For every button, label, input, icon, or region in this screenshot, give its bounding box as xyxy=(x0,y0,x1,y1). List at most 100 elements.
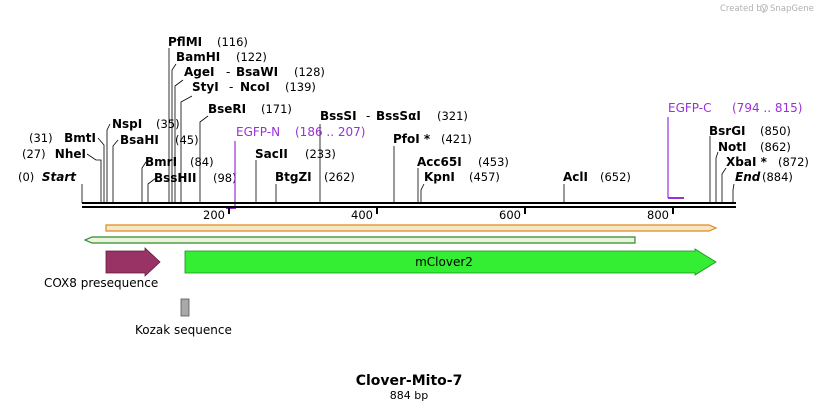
site-pos-nhei: (27) xyxy=(22,147,46,161)
feature-label-mclover2: mClover2 xyxy=(415,255,473,269)
site-name2-styi: NcoI xyxy=(240,80,270,94)
credit-prefix: Created by xyxy=(720,4,767,14)
ruler-tick-200: 200 xyxy=(203,208,225,222)
leader-bmti xyxy=(97,137,105,203)
site-leader-lines xyxy=(81,48,735,203)
site-pos-sacii: (233) xyxy=(305,147,336,161)
site-name-sacii: SacII xyxy=(255,147,288,161)
orf-reverse xyxy=(83,236,636,244)
leader-nhei xyxy=(86,153,102,203)
leader-bamhi xyxy=(171,63,177,203)
leader-bsshii xyxy=(147,177,157,203)
site-pos-bmti: (31) xyxy=(29,131,53,145)
leader-noti xyxy=(715,151,719,203)
feature-mclover2: mClover2 xyxy=(184,248,717,276)
site-name-end: End xyxy=(735,170,761,184)
leader-xbai xyxy=(721,167,727,203)
primer-egfp-c: EGFP-C (794 .. 815) xyxy=(667,101,802,199)
site-pos-bmri: (84) xyxy=(190,155,214,169)
orf-reverse-bar xyxy=(83,236,636,244)
leader-nspi xyxy=(106,123,111,203)
snapgene-credit: Created by SnapGene xyxy=(720,4,814,14)
site-name-acc65i: Acc65I xyxy=(417,155,462,169)
leader-bseri xyxy=(199,115,209,203)
site-pos-styi: (139) xyxy=(285,80,316,94)
site-name2-bsssi: BssSαI xyxy=(376,109,421,123)
site-name-nspi: NspI xyxy=(112,117,142,131)
ruler-tick-400: 400 xyxy=(351,208,373,222)
site-pos-end: (884) xyxy=(762,170,793,184)
ruler-tick-800: 800 xyxy=(647,208,669,222)
site-name-nhei: NheI xyxy=(55,147,86,161)
site-pos-acli: (652) xyxy=(600,170,631,184)
orf-forward-bar xyxy=(105,224,718,232)
site-pos-acc65i: (453) xyxy=(478,155,509,169)
feature-box-kozak xyxy=(180,298,190,317)
primer-range-egfp-c: (794 .. 815) xyxy=(732,101,802,115)
site-name-kpni: KpnI xyxy=(424,170,455,184)
site-name-btgzi: BtgZI xyxy=(275,170,312,184)
primer-name-egfp-n: EGFP-N xyxy=(236,125,280,139)
site-pos-kpni: (457) xyxy=(469,170,500,184)
site-name-bsssi: BssSI xyxy=(320,109,357,123)
site-name-bamhi: BamHI xyxy=(176,50,220,64)
site-pos-bsrgi: (850) xyxy=(760,124,791,138)
feature-cox8-presequence: COX8 presequence xyxy=(44,247,161,290)
site-name-pflmi: PflMI xyxy=(168,35,202,49)
site-name-bmti: BmtI xyxy=(64,131,96,145)
feature-kozak: Kozak sequence xyxy=(135,298,232,337)
site-name-bseri: BseRI xyxy=(208,102,246,116)
leader-bmri xyxy=(141,161,147,203)
site-name-bsrgi: BsrGI xyxy=(709,124,746,138)
orf-forward xyxy=(105,224,718,232)
leader-styi xyxy=(180,95,193,203)
leader-end xyxy=(732,183,735,203)
map-length: 884 bp xyxy=(390,389,428,402)
site-name-start: Start xyxy=(42,170,77,184)
snapgene-logo-icon xyxy=(760,4,768,12)
feature-arrow-cox8 xyxy=(105,247,161,277)
site-sep-styi: - xyxy=(229,80,233,94)
site-labels: Start (0) NheI (27) BmtI (31) NspI (35) … xyxy=(18,35,809,185)
site-pos-bseri: (171) xyxy=(261,102,292,116)
map-title: Clover-Mito-7 xyxy=(356,373,463,389)
site-name-bsahi: BsaHI xyxy=(120,133,159,147)
site-name-pfoi: PfoI * xyxy=(393,132,431,146)
ruler: 200 400 600 800 xyxy=(203,207,674,222)
leader-bsahi xyxy=(112,139,119,203)
site-name-bmri: BmrI xyxy=(145,155,177,169)
site-pos-pfoi: (421) xyxy=(441,132,472,146)
primer-name-egfp-c: EGFP-C xyxy=(668,101,711,115)
leader-agei xyxy=(174,79,184,203)
site-name-styi: StyI xyxy=(192,80,219,94)
site-sep-agei: - xyxy=(226,65,230,79)
feature-label-cox8: COX8 presequence xyxy=(44,276,158,290)
feature-arrow-mclover2 xyxy=(184,248,717,276)
site-name-noti: NotI xyxy=(718,140,747,154)
site-pos-xbai: (872) xyxy=(778,155,809,169)
site-pos-noti: (862) xyxy=(760,140,791,154)
site-name-acli: AclI xyxy=(563,170,588,184)
feature-label-kozak: Kozak sequence xyxy=(135,323,232,337)
site-name2-agei: BsaWI xyxy=(236,65,278,79)
site-sep-bsssi: - xyxy=(366,109,370,123)
site-name-xbai: XbaI * xyxy=(726,155,768,169)
primer-egfp-n: EGFP-N (186 .. 207) xyxy=(226,125,365,209)
site-pos-start: (0) xyxy=(18,170,34,184)
leader-kpni xyxy=(420,183,425,203)
credit-brand: SnapGene xyxy=(770,4,814,14)
site-pos-bamhi: (122) xyxy=(236,50,267,64)
ruler-tick-600: 600 xyxy=(499,208,521,222)
site-pos-nspi: (35) xyxy=(156,117,180,131)
site-name-agei: AgeI xyxy=(184,65,214,79)
site-pos-btgzi: (262) xyxy=(324,170,355,184)
site-name-bsshii: BssHII xyxy=(154,171,196,185)
site-pos-bsssi: (321) xyxy=(437,109,468,123)
site-pos-pflmi: (116) xyxy=(217,35,248,49)
site-pos-bsshii: (98) xyxy=(213,171,237,185)
primer-range-egfp-n: (186 .. 207) xyxy=(295,125,365,139)
site-pos-agei: (128) xyxy=(294,65,325,79)
dna-backbone xyxy=(82,202,736,208)
site-pos-bsahi: (45) xyxy=(175,133,199,147)
